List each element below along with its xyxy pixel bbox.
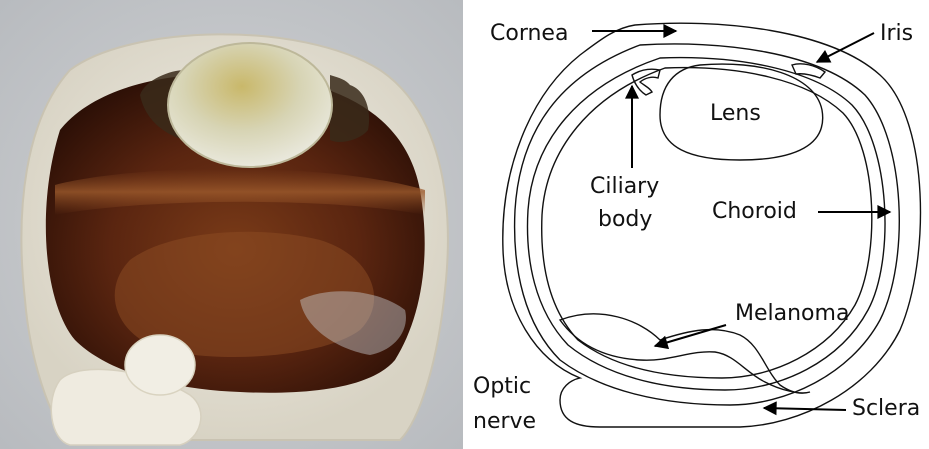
label-melanoma: Melanoma (735, 301, 849, 326)
arrow-sclera (764, 408, 846, 410)
iris-left (632, 69, 660, 95)
label-sclera: Sclera (852, 396, 920, 421)
label-choroid: Choroid (712, 199, 797, 224)
eye-specimen-photo (0, 0, 463, 449)
specimen-nodule (125, 335, 195, 395)
iris-right (792, 64, 825, 78)
label-lens: Lens (710, 101, 761, 126)
arrow-iris (817, 33, 874, 62)
label-optic-line1: Optic (473, 374, 531, 399)
sclera-inner-outline (515, 44, 900, 405)
specimen-lens (168, 43, 332, 167)
label-iris: Iris (880, 21, 913, 46)
label-cornea: Cornea (490, 21, 568, 46)
label-ciliary-line1: Ciliary (590, 174, 659, 199)
sclera-outline (503, 23, 921, 427)
arrow-melanoma (655, 325, 726, 346)
eye-anatomy-diagram: Cornea Iris Lens Ciliary body Choroid Me… (463, 0, 929, 449)
choroid-outline (527, 58, 885, 390)
label-ciliary-line2: body (598, 207, 652, 232)
label-optic-line2: nerve (473, 409, 536, 434)
